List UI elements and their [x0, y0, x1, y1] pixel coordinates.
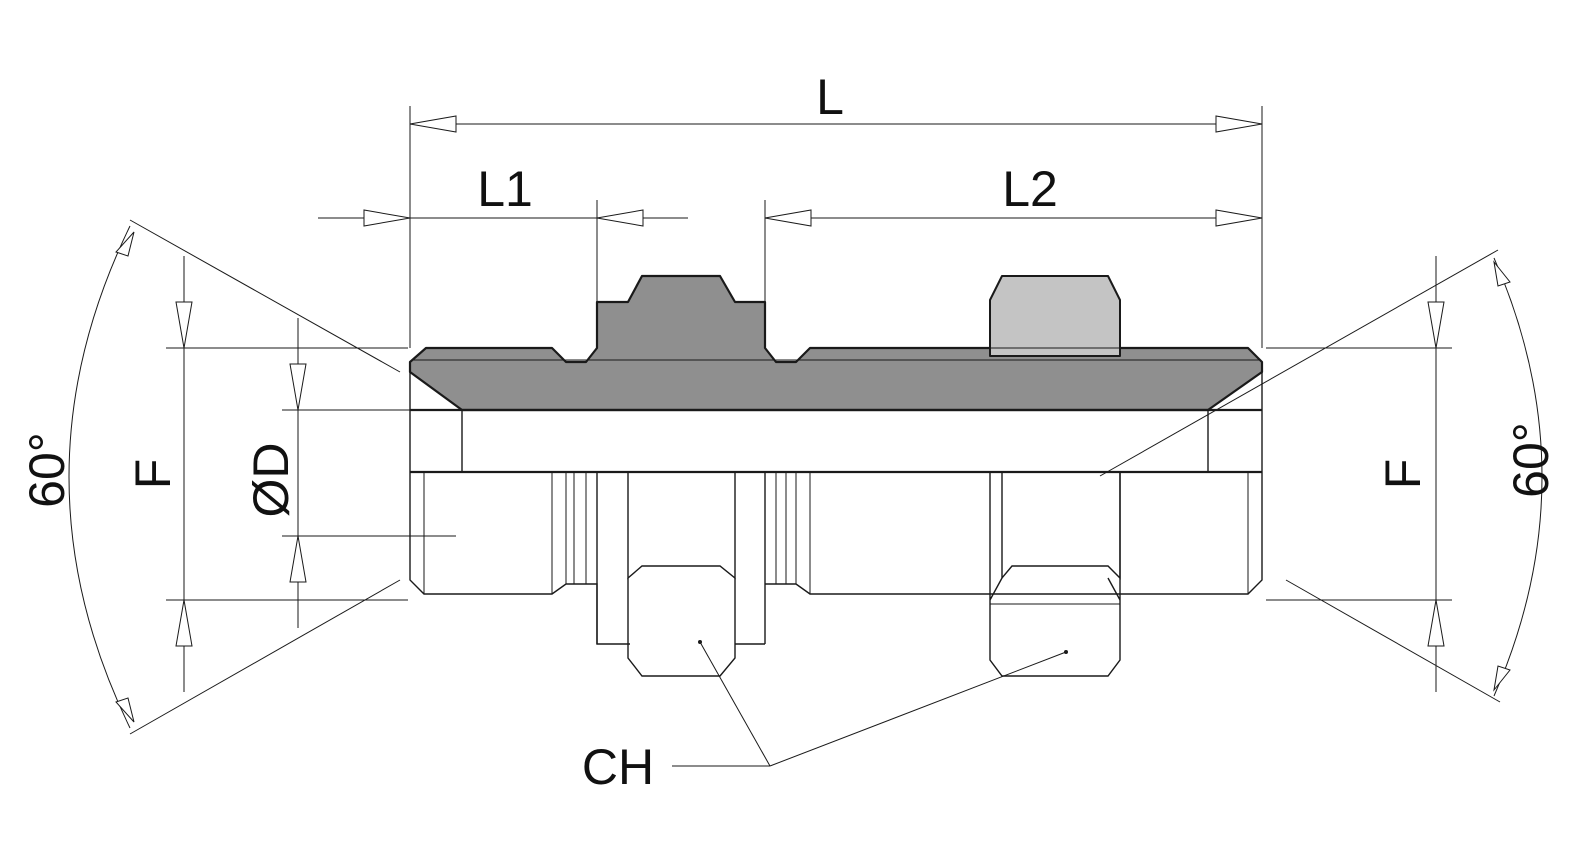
label-angle-right: 60°	[1503, 422, 1559, 498]
dimension-f-left	[166, 256, 408, 692]
dimension-l2	[764, 200, 1263, 302]
label-f-right: F	[1375, 459, 1431, 490]
label-diameter: ØD	[243, 443, 299, 518]
label-l: L	[816, 69, 844, 125]
label-l2: L2	[1002, 161, 1058, 217]
dimension-f-right	[1266, 256, 1452, 692]
dimension-l1	[318, 200, 688, 302]
dimension-angle-right	[1099, 249, 1543, 703]
label-angle-left: 60°	[19, 432, 75, 508]
body-section	[408, 274, 1264, 412]
dimension-l	[409, 106, 1263, 348]
label-l1: L1	[477, 161, 533, 217]
body-exterior	[409, 472, 1263, 677]
label-f-left: F	[125, 459, 181, 490]
hex-leader	[672, 640, 1068, 767]
label-hex: CH	[582, 739, 654, 795]
dimension-angle-left	[68, 219, 401, 735]
locknut-section	[989, 275, 1121, 357]
dimension-diameter	[282, 318, 448, 628]
